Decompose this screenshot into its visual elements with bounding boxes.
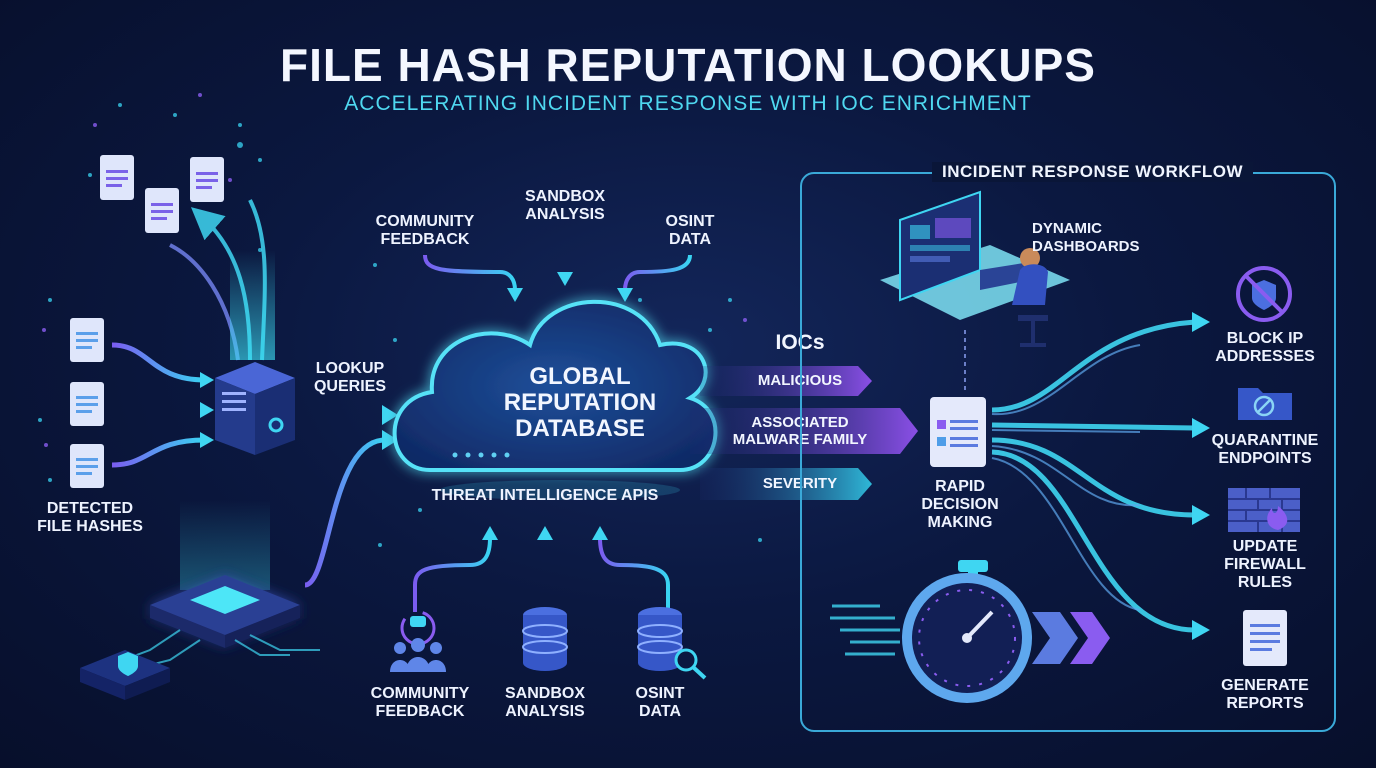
threat-intelligence-apis-label: THREAT INTELLIGENCE APIS [431, 487, 659, 504]
global-reputation-cloud [392, 299, 718, 472]
ioc-malicious: MALICIOUS [757, 372, 843, 389]
dashboard-workstation [880, 190, 1070, 347]
bottom-source-osint-data: OSINT DATA [635, 685, 685, 720]
hash-input-arrows [111, 342, 206, 468]
detected-file-docs [70, 318, 104, 488]
global-reputation-database-label: GLOBAL REPUTATION DATABASE [503, 363, 657, 442]
lookup-queries-label: LOOKUP QUERIES [313, 360, 386, 395]
top-source-arrows [423, 235, 692, 291]
action-flow-arrows [991, 319, 1196, 633]
quarantine-folder-icon [1238, 388, 1292, 420]
bottom-source-sandbox-analysis: SANDBOX ANALYSIS [504, 685, 585, 720]
top-source-community-feedback: COMMUNITY FEEDBACK [375, 213, 475, 248]
particle-dots [38, 103, 762, 547]
ioc-banners [690, 366, 918, 500]
firewall-icon [1228, 488, 1300, 532]
action-quarantine-endpoints: QUARANTINE ENDPOINTS [1211, 432, 1319, 467]
block-ip-icon [1236, 266, 1292, 322]
rapid-decision-making-label: RAPID DECISION MAKING [921, 478, 999, 531]
bottom-source-arrows [413, 537, 670, 612]
shield-base [80, 650, 170, 700]
stopwatch-icon [830, 560, 1110, 703]
cloud-dots [452, 452, 510, 458]
decision-document-icon [930, 397, 986, 467]
osint-database-icon [637, 607, 707, 680]
page-subtitle: ACCELERATING INCIDENT RESPONSE WITH IOC … [344, 92, 1032, 115]
bottom-source-community-feedback: COMMUNITY FEEDBACK [370, 685, 470, 720]
iocs-title: IOCs [775, 331, 825, 354]
ioc-associated-malware-family: ASSOCIATED MALWARE FAMILY [732, 414, 868, 448]
page-title: FILE HASH REPUTATION LOOKUPS [280, 39, 1096, 91]
detected-file-hashes-label: DETECTED FILE HASHES [37, 500, 143, 535]
file-doc-icons-top [100, 155, 224, 233]
dynamic-dashboards-label: DYNAMIC DASHBOARDS [1032, 220, 1140, 255]
community-feedback-icon [390, 610, 446, 672]
incident-response-workflow-title: INCIDENT RESPONSE WORKFLOW [932, 162, 1254, 182]
generate-report-icon [1243, 610, 1287, 666]
action-update-firewall-rules: UPDATE FIREWALL RULES [1224, 538, 1306, 591]
processor-chip [150, 575, 300, 648]
action-block-ip-addresses: BLOCK IP ADDRESSES [1215, 330, 1315, 365]
action-generate-reports: GENERATE REPORTS [1221, 677, 1309, 712]
top-source-sandbox-analysis: SANDBOX ANALYSIS [524, 188, 605, 223]
sandbox-database-icon [522, 607, 568, 671]
top-source-osint-data: OSINT DATA [665, 213, 715, 248]
hash-scanner-device [215, 362, 295, 455]
lookup-query-arrows [300, 412, 386, 588]
